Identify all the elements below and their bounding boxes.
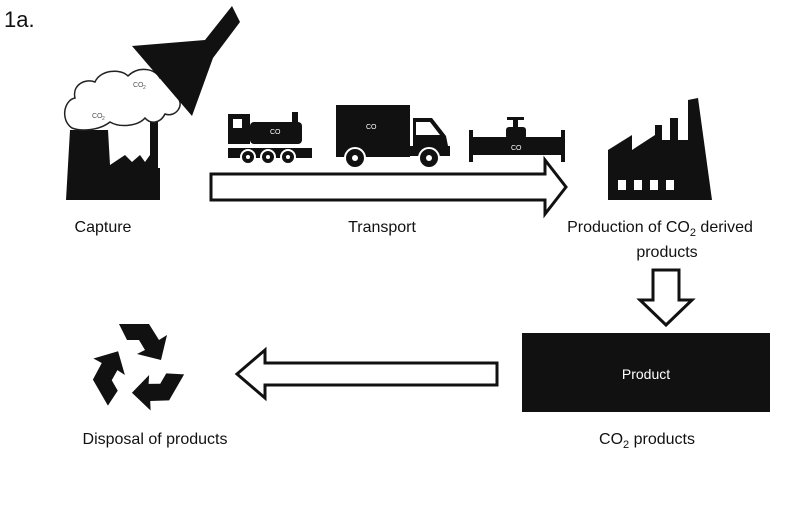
down-arrow — [636, 268, 696, 328]
cloud-co2-subscript: 2 — [102, 116, 105, 122]
recycle-icon — [83, 324, 185, 416]
figure-label: 1a. — [4, 7, 35, 32]
truck-co2-label: CO — [366, 124, 377, 131]
pipe-co2-label: CO — [511, 145, 522, 152]
capture-funnel-icon — [132, 6, 240, 116]
train-co2-label: CO — [270, 129, 281, 136]
train-icon: CO — [228, 112, 312, 165]
disposal-arrow — [234, 346, 499, 402]
cloud-co2-subscript-2: 2 — [143, 85, 146, 91]
disposal-label: Disposal of products — [83, 431, 228, 448]
factory-icon — [608, 98, 712, 200]
transport-label: Transport — [348, 219, 416, 236]
capture-label: Capture — [75, 219, 132, 236]
cloud-co2-label: CO — [92, 113, 103, 120]
cloud-co2-label-2: CO — [133, 82, 144, 89]
transport-arrow — [209, 155, 568, 219]
production-label: Production of CO2 derived — [567, 219, 753, 239]
co2-products-label: CO2 products — [599, 431, 695, 451]
truck-icon: CO — [336, 105, 450, 169]
pipeline-icon: CO — [469, 117, 565, 162]
product-box-label: Product — [622, 366, 670, 382]
product-box — [522, 333, 770, 412]
production-label-line2: products — [636, 244, 697, 261]
power-plant-icon — [66, 115, 160, 200]
